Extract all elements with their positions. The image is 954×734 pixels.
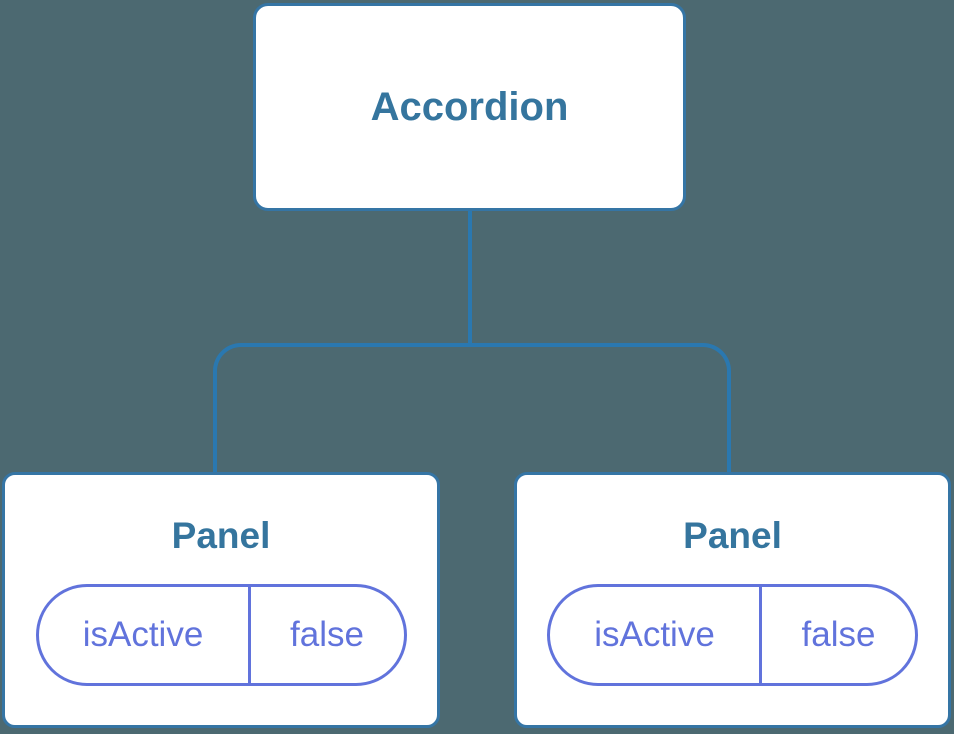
panel-node-left: Panel isActive false — [2, 472, 440, 728]
state-name-label: isActive — [550, 586, 762, 683]
accordion-node: Accordion — [253, 3, 686, 211]
panel-node-left-label: Panel — [171, 514, 271, 556]
state-value-label: false — [801, 614, 876, 654]
state-value-label: false — [290, 614, 364, 654]
panel-node-right: Panel isActive false — [514, 472, 951, 728]
state-name-label: isActive — [39, 586, 251, 683]
state-pill-right: isActive false — [547, 583, 918, 686]
panel-node-right-label: Panel — [683, 514, 782, 556]
connector-stem — [468, 211, 472, 347]
accordion-node-label: Accordion — [370, 84, 569, 129]
connector-bracket — [213, 343, 731, 472]
state-pill-left: isActive false — [35, 583, 407, 686]
